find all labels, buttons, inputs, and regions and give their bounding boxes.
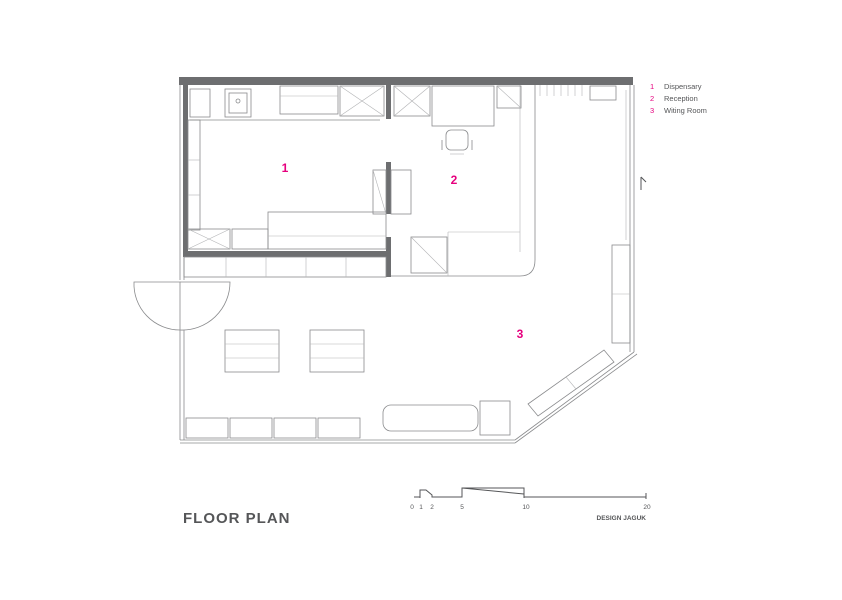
legend-number: 2 [650, 94, 654, 103]
waiting-room-furniture [133, 244, 631, 439]
scale-bar: 0 1 2 5 10 20 [410, 487, 651, 511]
legend-label: Witing Room [664, 106, 707, 115]
reception-furniture [393, 85, 617, 274]
room-label-2: 2 [451, 173, 458, 187]
walls [179, 77, 633, 277]
room-label-3: 3 [517, 327, 524, 341]
room-label-1: 1 [282, 161, 289, 175]
scale-tick-10: 10 [522, 504, 530, 511]
scale-tick-0: 0 [410, 504, 414, 511]
scale-tick-5: 5 [460, 504, 464, 511]
legend: 1 Dispensary 2 Reception 3 Witing Room [650, 82, 707, 115]
legend-item-reception: 2 Reception [650, 94, 698, 103]
scale-tick-2: 2 [430, 504, 434, 511]
room-labels: 1 2 3 [282, 161, 524, 341]
dispensary-furniture [183, 85, 412, 278]
legend-label: Reception [664, 94, 698, 103]
outer-outline [179, 85, 647, 444]
legend-number: 1 [650, 82, 654, 91]
scale-tick-20: 20 [643, 504, 651, 511]
page-title: FLOOR PLAN [183, 510, 291, 527]
legend-label: Dispensary [664, 82, 702, 91]
legend-item-dispensary: 1 Dispensary [650, 82, 702, 91]
scale-tick-1: 1 [419, 504, 423, 511]
design-credit: DESIGN JAGUK [597, 515, 647, 522]
legend-item-waiting-room: 3 Witing Room [650, 106, 707, 115]
legend-number: 3 [650, 106, 654, 115]
